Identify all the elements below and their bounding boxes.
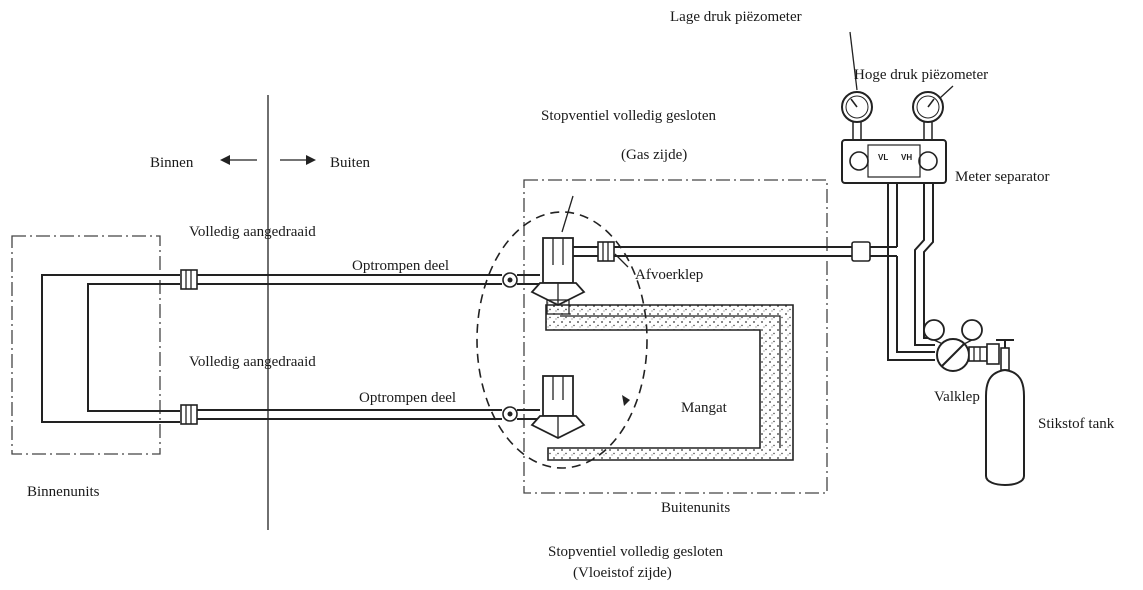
flared-part-top-label: Optrompen deel bbox=[352, 258, 449, 274]
gauge-vl-label: VL bbox=[878, 153, 888, 162]
indoor-label: Binnen bbox=[150, 155, 194, 171]
outdoor-refrigerant-channel bbox=[545, 304, 794, 461]
liquid-stop-valve bbox=[530, 375, 586, 440]
outdoor-units-label: Buitenunits bbox=[661, 500, 730, 516]
indoor-unit-box bbox=[11, 235, 161, 455]
drop-valve-regulator bbox=[923, 319, 1000, 372]
gauge-vh-label: VH bbox=[901, 153, 912, 162]
indoor-units-label: Binnenunits bbox=[27, 484, 100, 500]
charging-hose bbox=[614, 183, 935, 361]
fully-tightened-bottom-label: Volledig aangedraaid bbox=[189, 354, 316, 370]
liquid-valve-closed-label: Stopventiel volledig gesloten bbox=[548, 544, 723, 560]
liquid-side-label: (Vloeistof zijde) bbox=[573, 565, 672, 581]
indoor-outdoor-divider bbox=[220, 95, 316, 530]
gas-side-label: (Gas zijde) bbox=[621, 147, 687, 163]
gas-valve-closed-label: Stopventiel volledig gesloten bbox=[541, 108, 716, 124]
high-pressure-gauge-label: Hoge druk piëzometer bbox=[854, 67, 988, 83]
meter-separator: VL VH bbox=[841, 117, 947, 184]
fully-tightened-top-label: Volledig aangedraaid bbox=[189, 224, 316, 240]
low-pressure-gauge bbox=[841, 31, 873, 123]
high-pressure-gauge bbox=[912, 85, 954, 123]
liquid-line bbox=[180, 404, 540, 425]
outdoor-unit-box bbox=[523, 179, 828, 494]
meter-separator-label: Meter separator bbox=[955, 169, 1050, 185]
nitrogen-tank bbox=[985, 339, 1025, 486]
gas-stop-valve bbox=[530, 237, 615, 315]
low-pressure-gauge-label: Lage druk piëzometer bbox=[670, 9, 802, 25]
valve-highlight-circle bbox=[476, 211, 648, 469]
manhole-label: Mangat bbox=[681, 400, 728, 416]
drop-valve-label: Valklep bbox=[934, 389, 980, 405]
gas-valve-pointer bbox=[561, 195, 574, 233]
gas-line bbox=[180, 269, 540, 290]
drain-valve-label: Afvoerklep bbox=[635, 267, 703, 283]
outdoor-label: Buiten bbox=[330, 155, 370, 171]
nitrogen-tank-label: Stikstof tank bbox=[1038, 416, 1115, 432]
indoor-pipe-loop bbox=[41, 274, 180, 423]
flared-part-bottom-label: Optrompen deel bbox=[359, 390, 456, 406]
